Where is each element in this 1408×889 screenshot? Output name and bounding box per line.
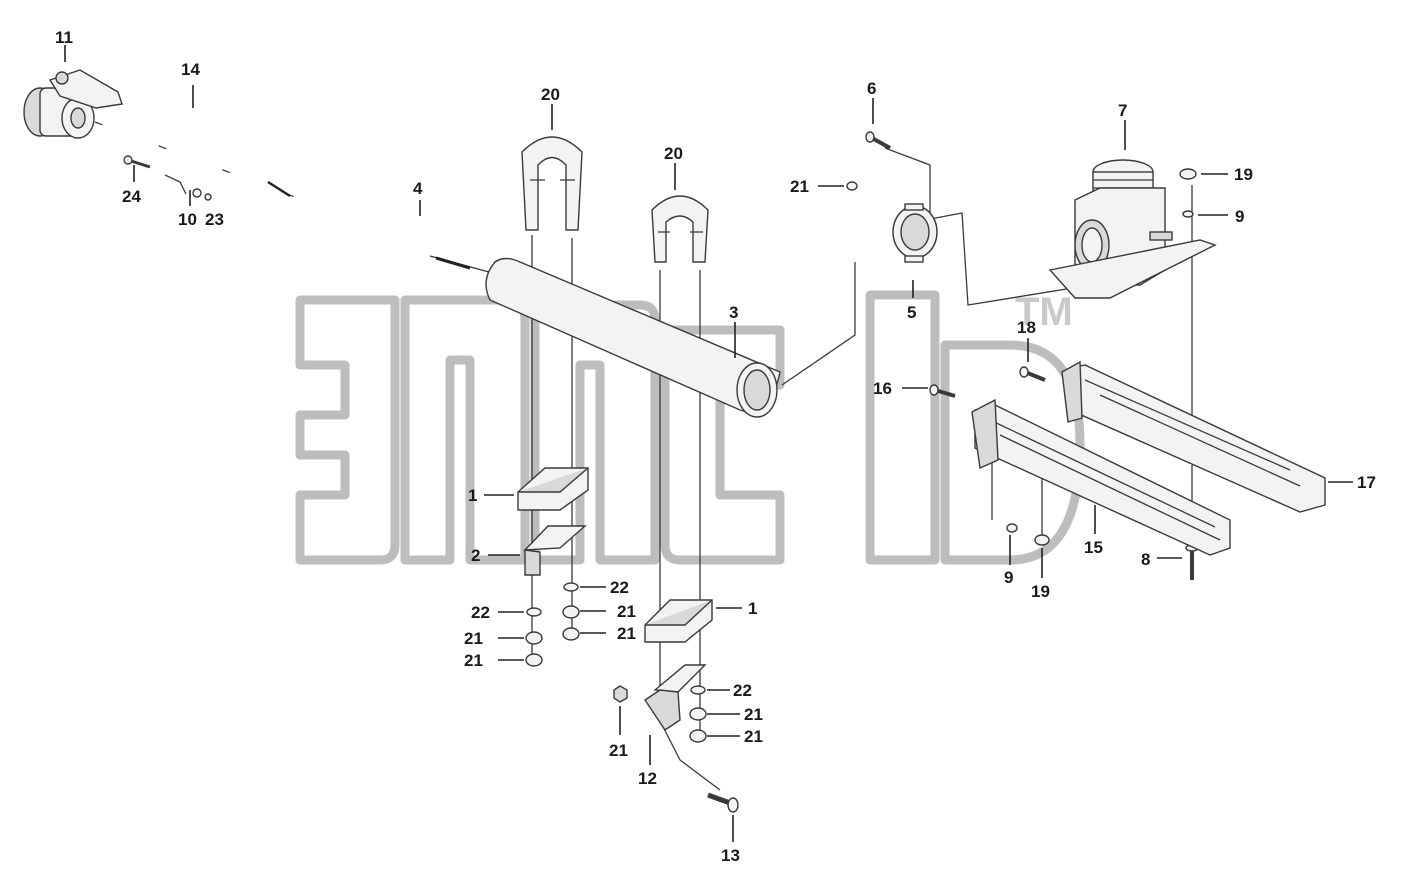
callout-1-upper: 1 [468,486,477,505]
callout-21-lower-2: 21 [744,727,763,746]
callout-labels: 11 14 24 10 23 4 20 20 3 6 21 5 7 19 9 1… [55,28,1376,865]
callout-22-lower: 22 [733,681,752,700]
part-5-pipe-clamp [892,203,938,263]
callout-13: 13 [721,846,740,865]
callout-10: 10 [178,210,197,229]
part-8-bolt [1185,544,1199,580]
part-12-bracket [644,664,707,731]
part-7-valve-housing [1048,159,1217,299]
part-6-bolt [865,131,891,150]
callout-7: 7 [1118,101,1127,120]
callout-9-top: 9 [1235,207,1244,226]
callout-19-bottom: 19 [1031,582,1050,601]
callout-leaders [64,45,1353,842]
callout-3: 3 [729,303,738,322]
part-1-clamp-block-upper [517,467,589,511]
callout-18: 18 [1017,318,1036,337]
callout-5: 5 [907,303,916,322]
callout-14: 14 [181,60,200,79]
part-18-bolt [1019,366,1046,382]
part-3-tube [485,257,781,418]
callout-21-top: 21 [790,177,809,196]
part-13-bolt [707,792,739,813]
watermark-logo: TM [295,290,1085,565]
part-15-channel [971,398,1231,556]
callout-2: 2 [471,546,480,565]
part-20-u-bolt-right [651,195,709,263]
callout-21-lower-1: 21 [744,705,763,724]
callout-21-upper-left-1: 21 [464,629,483,648]
callout-6: 6 [867,79,876,98]
callout-23: 23 [205,210,224,229]
callout-19-top: 19 [1234,165,1253,184]
part-16-bolt [929,384,956,398]
parts-24-10-23-hardware [123,155,212,201]
callout-24: 24 [122,187,141,206]
callout-11: 11 [55,28,73,47]
callout-20-left: 20 [541,85,560,104]
callout-21-upper-right-1: 21 [617,602,636,621]
callout-22-upper-right: 22 [610,578,629,597]
part-17-channel [1061,360,1326,513]
part-1-clamp-block-lower [644,599,713,643]
watermark-tm: TM [1015,290,1073,334]
callout-21-upper-left-2: 21 [464,651,483,670]
part-2-plate-upper [523,525,587,576]
callout-9-bottom: 9 [1004,568,1013,587]
callout-21-upper-right-2: 21 [617,624,636,643]
callout-15: 15 [1084,538,1103,557]
callout-8: 8 [1141,550,1150,569]
callout-4: 4 [413,179,423,198]
part-11-tensioner [23,69,123,139]
callout-17: 17 [1357,473,1376,492]
callout-20-right: 20 [664,144,683,163]
callout-1-lower: 1 [748,599,757,618]
callout-12: 12 [638,769,657,788]
washers-nuts-stack [525,168,1197,743]
callout-21-lower-left: 21 [609,741,628,760]
callout-22-upper-left: 22 [471,603,490,622]
part-20-u-bolt-left [521,136,583,231]
part-4-shaft [267,180,471,270]
callout-16: 16 [873,379,892,398]
